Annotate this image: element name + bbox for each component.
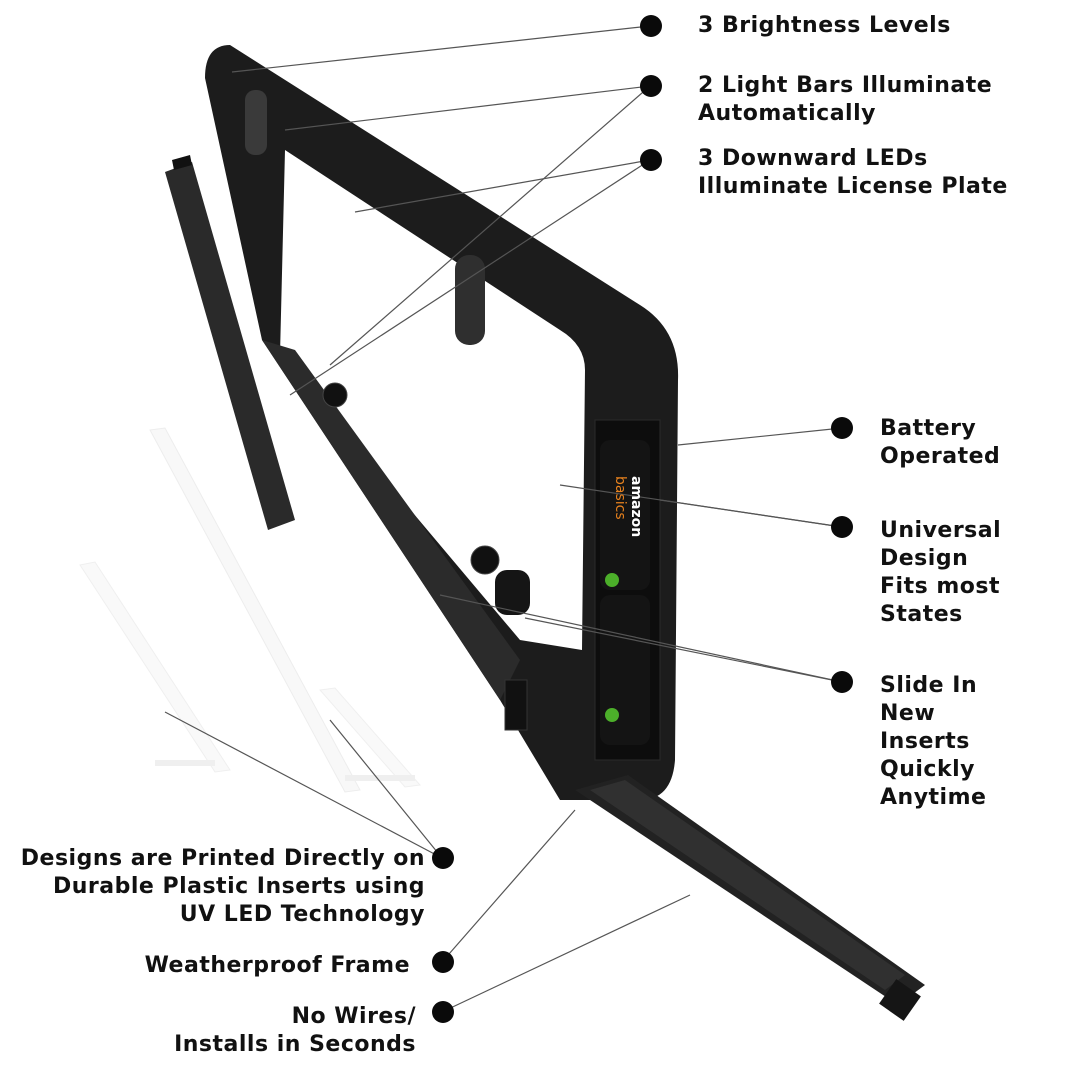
- bullet-dot: [432, 1001, 454, 1023]
- battery-brand-upper: amazon basics: [612, 476, 644, 556]
- bullet-dot: [831, 516, 853, 538]
- plastic-inserts: [79, 427, 421, 793]
- feature-no-wires: No Wires/ Installs in Seconds: [174, 1004, 416, 1057]
- bullet-dot: [640, 75, 662, 97]
- bullet-dot: [432, 951, 454, 973]
- feature-slide-in: Slide In New Inserts Quickly Anytime: [880, 673, 987, 810]
- feature-battery: Battery Operated: [880, 416, 1001, 469]
- feature-weatherproof: Weatherproof Frame: [144, 953, 410, 978]
- battery-brand: amazon: [628, 476, 644, 538]
- battery-line: basics: [612, 476, 628, 520]
- bullet-dot: [640, 15, 662, 37]
- feature-brightness: 3 Brightness Levels: [698, 13, 951, 38]
- feature-universal: Universal Design Fits most States: [880, 518, 1002, 627]
- bullet-dot: [432, 847, 454, 869]
- feature-light-bars: 2 Light Bars Illuminate Automatically: [698, 73, 993, 126]
- license-plate-frame: [205, 45, 679, 800]
- feature-designs: Designs are Printed Directly on Durable …: [20, 846, 425, 927]
- front-slide-bar: [575, 775, 925, 1021]
- leader-lines: [164, 25, 843, 1013]
- battery-compartment: [594, 419, 661, 761]
- bullet-dot: [831, 671, 853, 693]
- back-slide-bar: [165, 155, 295, 530]
- bullet-dot: [831, 417, 853, 439]
- feature-downward-leds: 3 Downward LEDs Illuminate License Plate: [698, 146, 1008, 199]
- bullet-dot: [640, 149, 662, 171]
